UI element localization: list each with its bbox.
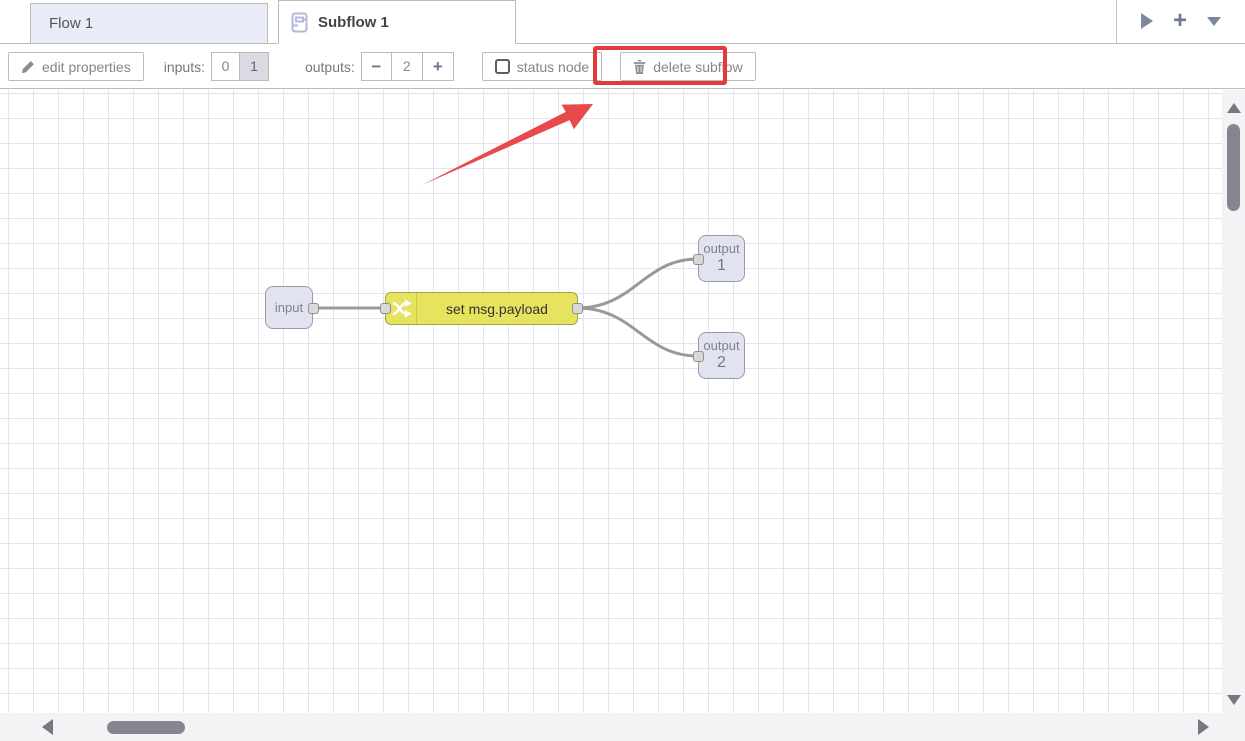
tab-subflow-1-label: Subflow 1	[318, 13, 389, 31]
inputs-option-0[interactable]: 0	[210, 52, 240, 81]
delete-subflow-button[interactable]: delete subflow	[620, 52, 756, 81]
change-shuffle-icon	[386, 293, 417, 324]
tab-flow-1-label: Flow 1	[49, 15, 94, 32]
node-output-1-label: output	[703, 240, 740, 256]
node-input[interactable]: input	[265, 286, 313, 329]
annotation-arrow	[422, 104, 593, 185]
scroll-down-icon[interactable]	[1227, 695, 1241, 705]
scroll-right-arrow-icon[interactable]	[1198, 719, 1209, 735]
node-output-2-input-port[interactable]	[693, 351, 704, 362]
outputs-count-value: 2	[391, 52, 423, 81]
node-change-output-port[interactable]	[572, 303, 583, 314]
outputs-decrease-button[interactable]: −	[360, 52, 392, 81]
inputs-label: inputs:	[163, 58, 205, 75]
node-output-2-number: 2	[717, 353, 726, 371]
wire-change-to-output1[interactable]	[575, 257, 700, 310]
inputs-toggle: 0 1	[210, 52, 269, 81]
node-output-2[interactable]: output 2	[698, 332, 745, 379]
tabbar-controls: +	[1115, 0, 1245, 43]
wire-change-to-output2[interactable]	[575, 306, 700, 358]
edit-properties-label: edit properties	[42, 58, 131, 75]
add-flow-button[interactable]: +	[1172, 7, 1187, 34]
tab-bar: Flow 1 Subflow 1 +	[0, 0, 1245, 44]
inputs-option-1[interactable]: 1	[239, 52, 269, 81]
node-input-output-port[interactable]	[308, 303, 319, 314]
outputs-stepper: − 2 +	[360, 52, 454, 81]
horizontal-scrollbar-thumb[interactable]	[107, 721, 185, 734]
scroll-tabs-right-icon[interactable]	[1140, 13, 1153, 29]
horizontal-scrollbar[interactable]	[0, 713, 1245, 741]
subflow-toolbar: edit properties inputs: 0 1 outputs: − 2…	[0, 45, 1245, 89]
node-change-input-port[interactable]	[380, 303, 391, 314]
outputs-label: outputs:	[304, 58, 355, 75]
node-output-2-label: output	[703, 337, 740, 353]
vertical-scrollbar-thumb[interactable]	[1227, 124, 1240, 211]
node-input-label: input	[274, 300, 304, 315]
scroll-left-icon[interactable]	[42, 719, 53, 735]
pencil-icon	[21, 60, 34, 73]
node-change-label: set msg.payload	[446, 300, 548, 317]
outputs-increase-button[interactable]: +	[422, 52, 454, 81]
wires-layer	[311, 104, 700, 358]
delete-subflow-label: delete subflow	[653, 58, 743, 75]
node-change[interactable]: set msg.payload	[385, 292, 578, 325]
node-output-1-number: 1	[717, 256, 726, 274]
node-output-1[interactable]: output 1	[698, 235, 745, 282]
subflow-icon	[289, 12, 310, 33]
status-node-toggle[interactable]: status node	[481, 52, 603, 81]
status-node-checkbox[interactable]	[494, 59, 510, 74]
trash-icon	[634, 59, 646, 74]
status-node-label: status node	[516, 58, 590, 75]
edit-properties-button[interactable]: edit properties	[8, 52, 144, 81]
scroll-up-icon[interactable]	[1227, 103, 1241, 113]
tab-subflow-1[interactable]: Subflow 1	[278, 0, 516, 44]
vertical-scrollbar[interactable]	[1222, 90, 1245, 713]
node-output-1-input-port[interactable]	[693, 254, 704, 265]
tab-list-chevron-icon[interactable]	[1207, 16, 1221, 26]
flow-canvas[interactable]: input set msg.payload output 1 output 2	[0, 90, 1222, 713]
tab-flow-1[interactable]: Flow 1	[30, 3, 268, 43]
